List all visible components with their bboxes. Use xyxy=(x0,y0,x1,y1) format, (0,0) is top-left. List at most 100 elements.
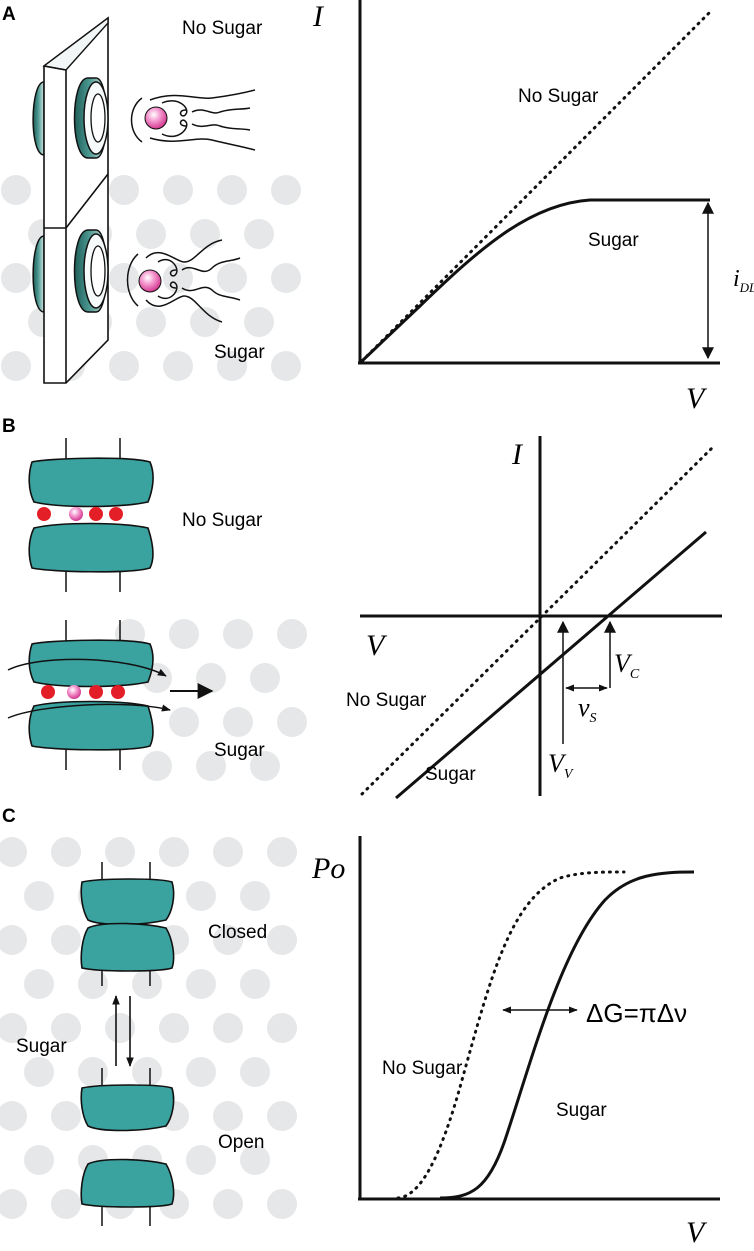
sugar-dot xyxy=(105,837,135,867)
sugar-dot xyxy=(267,837,297,867)
sugar-dot xyxy=(250,663,280,693)
panel-a-receptor-lower xyxy=(126,239,241,323)
sugar-dot xyxy=(186,1145,216,1175)
sugar-dot xyxy=(213,1101,243,1131)
sugar-dot xyxy=(78,1057,108,1087)
panel-b: B xyxy=(2,416,722,800)
panel-a-ring-lower xyxy=(73,229,109,313)
panel-a-left-rings xyxy=(32,81,45,313)
sugar-dot xyxy=(196,751,226,781)
sugar-dot xyxy=(136,307,166,337)
sugar-dot xyxy=(51,1013,81,1043)
sugar-dot xyxy=(0,837,27,867)
sugar-dot xyxy=(190,307,220,337)
sugar-dot xyxy=(24,1057,54,1087)
panel-b-no-sugar-label: No Sugar xyxy=(182,510,263,531)
panel-c-graph-no-sugar: No Sugar xyxy=(382,1058,463,1079)
sugar-dot xyxy=(240,1145,270,1175)
sugar-dot xyxy=(132,1057,162,1087)
panel-c-graph: Po V No Sugar Sugar ΔG=πΔν xyxy=(311,836,720,1249)
panel-a-no-sugar-label: No Sugar xyxy=(182,18,263,39)
sugar-dot xyxy=(159,837,189,867)
panel-c-closed-label: Closed xyxy=(208,922,267,943)
sugar-dot xyxy=(109,175,139,205)
panel-c-channel-closed xyxy=(80,862,175,986)
sugar-dot xyxy=(163,351,193,381)
panel-a-sugar-label: Sugar xyxy=(214,342,265,363)
sugar-dot xyxy=(196,663,226,693)
sugar-dot xyxy=(213,1013,243,1043)
panel-c-equilibrium-arrows xyxy=(112,995,134,1067)
sugar-dot xyxy=(240,1057,270,1087)
sugar-dot xyxy=(267,1189,297,1219)
sugar-dot xyxy=(186,1057,216,1087)
panel-b-graph-no-sugar: No Sugar xyxy=(346,690,427,711)
sugar-dot xyxy=(163,175,193,205)
panel-c-x-axis-label: V xyxy=(686,1216,708,1249)
sugar-dot xyxy=(169,707,199,737)
panel-c-channel-open xyxy=(80,1068,175,1226)
sugar-dot xyxy=(244,219,274,249)
sugar-dot xyxy=(240,881,270,911)
panel-b-sugar-curve xyxy=(395,530,707,800)
panel-a-graph: I V No Sugar Sugar iDL xyxy=(312,0,754,415)
sugar-dot xyxy=(1,263,31,293)
sugar-dot xyxy=(213,837,243,867)
panel-b-graph: I V No Sugar Sugar VC vS VV xyxy=(346,436,722,800)
sugar-dot xyxy=(1,175,31,205)
sugar-dot xyxy=(0,1101,27,1131)
sugar-dot xyxy=(159,1013,189,1043)
sugar-dot xyxy=(51,1101,81,1131)
sugar-dot xyxy=(223,707,253,737)
panel-c-no-sugar-curve xyxy=(396,870,626,1200)
sugar-dot xyxy=(51,837,81,867)
sugar-dot xyxy=(217,175,247,205)
sugar-dot xyxy=(213,925,243,955)
panel-b-vc-label: VC xyxy=(614,649,640,682)
sugar-dot xyxy=(105,1013,135,1043)
panel-a-glass-slab xyxy=(42,16,109,384)
sugar-dot xyxy=(267,1101,297,1131)
sugar-dot xyxy=(78,969,108,999)
panel-b-no-sugar-curve xyxy=(360,446,714,796)
sugar-dot xyxy=(271,175,301,205)
panel-c-sugar-label: Sugar xyxy=(16,1036,67,1057)
panel-b-graph-sugar: Sugar xyxy=(425,764,476,785)
sugar-dot xyxy=(132,969,162,999)
panel-b-vs-label: vS xyxy=(578,693,597,726)
sugar-dot xyxy=(0,1189,27,1219)
panel-b-channel-lower xyxy=(7,620,214,770)
sugar-dot xyxy=(271,263,301,293)
sugar-dot xyxy=(250,751,280,781)
panel-a-y-axis-label: I xyxy=(312,0,325,33)
panel-c-y-axis-label: Po xyxy=(311,852,345,885)
panel-c: C Closed Open Sugar xyxy=(0,806,720,1249)
sugar-dot xyxy=(142,751,172,781)
panel-a-receptor-upper xyxy=(130,89,256,151)
sugar-dot xyxy=(277,707,307,737)
panel-a-no-sugar-curve xyxy=(360,10,712,363)
panel-a-letter: A xyxy=(2,4,16,25)
panel-b-letter: B xyxy=(2,416,16,437)
panel-a-ring-upper xyxy=(73,77,109,159)
panel-a: A xyxy=(1,0,754,415)
sugar-dot xyxy=(190,219,220,249)
sugar-dot xyxy=(1,351,31,381)
panel-c-letter: C xyxy=(2,806,16,827)
panel-b-vv-label: VV xyxy=(548,749,574,782)
sugar-dot xyxy=(213,1189,243,1219)
panel-a-x-axis-label: V xyxy=(686,382,708,415)
panel-c-graph-sugar: Sugar xyxy=(556,1100,607,1121)
sugar-dot xyxy=(271,351,301,381)
panel-a-sugar-curve xyxy=(360,198,710,363)
panel-b-y-axis-label: I xyxy=(511,438,524,471)
sugar-dot xyxy=(186,969,216,999)
sugar-dot xyxy=(186,881,216,911)
sugar-dot xyxy=(240,969,270,999)
sugar-dot xyxy=(217,263,247,293)
sugar-dot xyxy=(24,1145,54,1175)
panel-a-graph-no-sugar: No Sugar xyxy=(518,86,599,107)
sugar-dot xyxy=(0,925,27,955)
sugar-dot xyxy=(169,619,199,649)
sugar-dot xyxy=(0,1013,27,1043)
